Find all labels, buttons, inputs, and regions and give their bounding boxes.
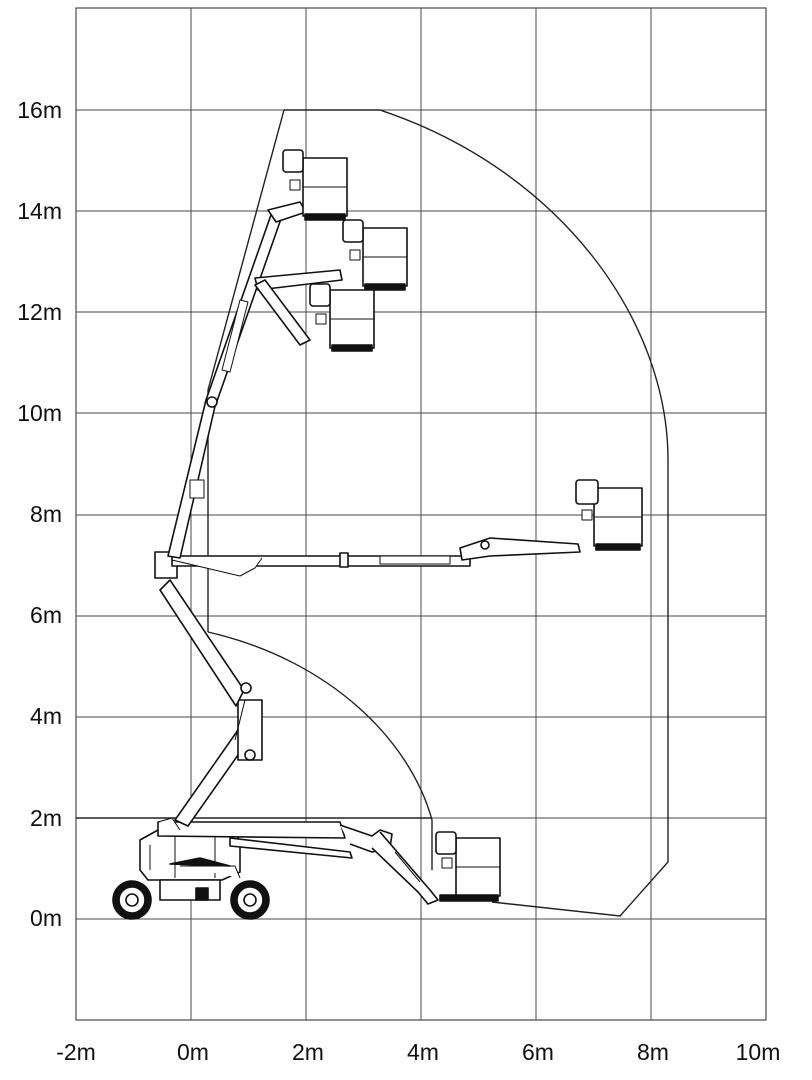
y-tick-12: 12m	[17, 299, 62, 325]
telescopic-boom-vertical	[167, 211, 283, 559]
machine-chassis	[139, 829, 241, 901]
wheel-rear	[112, 880, 152, 920]
platform-basket-horizontal	[575, 479, 643, 551]
y-tick-0: 0m	[30, 905, 62, 931]
lower-boom	[159, 579, 263, 827]
y-axis-labels: 0m 2m 4m 6m 8m 10m 12m 14m 16m	[17, 97, 62, 931]
y-tick-2: 2m	[30, 805, 62, 831]
x-tick-6: 6m	[522, 1039, 554, 1065]
platform-basket-top	[282, 149, 348, 221]
x-axis-labels: -2m 0m 2m 4m 6m 8m 10m	[56, 1039, 780, 1065]
y-tick-14: 14m	[17, 198, 62, 224]
jib-upper	[254, 201, 343, 346]
y-tick-6: 6m	[30, 602, 62, 628]
stowed-boom	[157, 817, 439, 905]
y-tick-16: 16m	[17, 97, 62, 123]
platform-basket-stowed	[435, 831, 501, 902]
y-tick-4: 4m	[30, 703, 62, 729]
x-tick-4: 4m	[407, 1039, 439, 1065]
x-tick-2: 2m	[292, 1039, 324, 1065]
platform-basket-mid	[342, 219, 408, 291]
working-envelope	[76, 109, 669, 917]
x-tick-neg2: -2m	[56, 1039, 96, 1065]
y-tick-8: 8m	[30, 501, 62, 527]
telescopic-boom-horizontal	[154, 537, 581, 579]
y-tick-10: 10m	[17, 400, 62, 426]
wheel-front	[230, 880, 270, 920]
x-tick-10: 10m	[736, 1039, 781, 1065]
x-tick-8: 8m	[637, 1039, 669, 1065]
x-tick-0: 0m	[177, 1039, 209, 1065]
platform-basket-low-jib	[309, 283, 375, 352]
